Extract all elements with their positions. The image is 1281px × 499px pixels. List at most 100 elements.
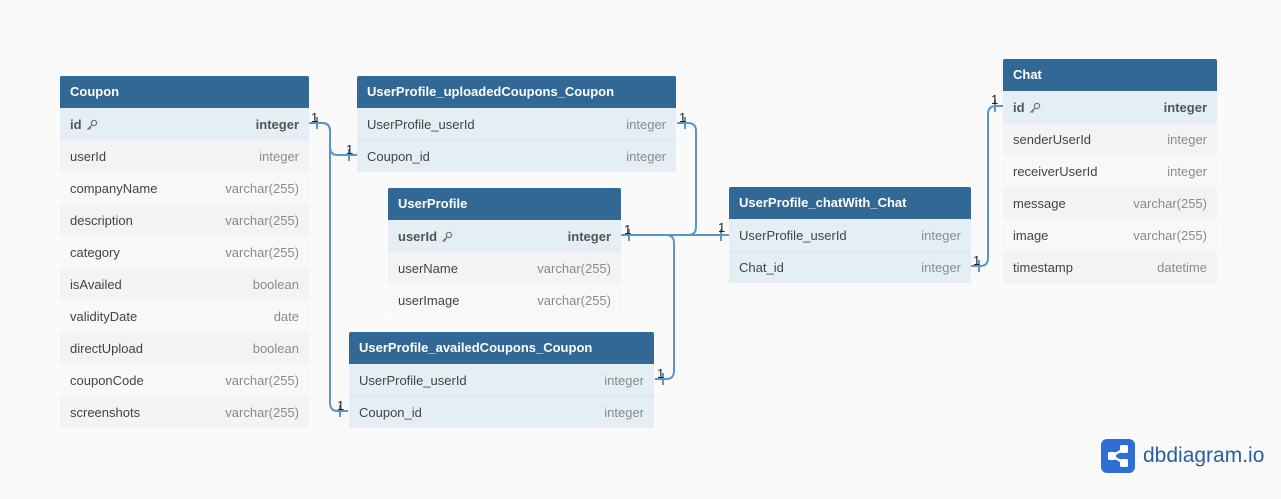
column-type: integer [1167, 163, 1207, 179]
column-type: varchar(255) [537, 260, 611, 276]
cardinality-label: 1 [718, 220, 726, 235]
column-name: userName [398, 260, 458, 276]
table-row[interactable]: category varchar(255) [60, 236, 309, 268]
table-row[interactable]: senderUserId integer [1003, 123, 1217, 155]
column-name: Coupon_id [359, 405, 422, 420]
table-uploaded-coupons-header[interactable]: UserProfile_uploadedCoupons_Coupon [357, 76, 676, 108]
column-name: Chat_id [739, 260, 784, 275]
cardinality-label: 1 [311, 110, 319, 125]
cardinality-label: 1 [679, 110, 687, 125]
table-chat-header[interactable]: Chat [1003, 59, 1217, 91]
column-name: directUpload [70, 340, 143, 356]
column-name: timestamp [1013, 259, 1073, 275]
table-row[interactable]: Coupon_id integer [349, 396, 654, 428]
column-type: integer [604, 372, 644, 388]
table-chat[interactable]: Chat id integer senderUserId integer rece… [1003, 59, 1217, 283]
column-type: integer [921, 227, 961, 243]
table-row[interactable]: directUpload boolean [60, 332, 309, 364]
table-row[interactable]: receiverUserId integer [1003, 155, 1217, 187]
column-type: boolean [252, 340, 299, 356]
table-row[interactable]: userId integer [388, 220, 621, 252]
table-row[interactable]: image varchar(255) [1003, 219, 1217, 251]
table-coupon[interactable]: Coupon id integer userId integer companyN… [60, 76, 309, 428]
column-type: integer [1163, 99, 1207, 115]
table-chatwith-header[interactable]: UserProfile_chatWith_Chat [729, 187, 971, 219]
column-type: varchar(255) [225, 180, 299, 196]
column-type: boolean [252, 276, 299, 292]
table-row[interactable]: Coupon_id integer [357, 140, 676, 172]
column-type: integer [921, 260, 961, 275]
column-type: varchar(255) [1133, 195, 1207, 211]
column-type: integer [604, 405, 644, 420]
column-name: validityDate [70, 308, 138, 324]
column-name: UserProfile_userId [367, 116, 475, 132]
column-name: message [1013, 195, 1066, 211]
table-row[interactable]: message varchar(255) [1003, 187, 1217, 219]
cardinality-label: 1 [346, 142, 354, 157]
column-type: integer [1167, 131, 1207, 147]
table-row[interactable]: timestamp datetime [1003, 251, 1217, 283]
column-type: integer [626, 149, 666, 164]
table-userprofile[interactable]: UserProfile userId integer userName varch… [388, 188, 621, 316]
table-row[interactable]: userId integer [60, 140, 309, 172]
table-row[interactable]: description varchar(255) [60, 204, 309, 236]
table-availed-coupons[interactable]: UserProfile_availedCoupons_Coupon UserPr… [349, 332, 654, 428]
column-type: integer [567, 228, 611, 244]
column-type: varchar(255) [225, 372, 299, 388]
table-chatwith[interactable]: UserProfile_chatWith_Chat UserProfile_us… [729, 187, 971, 283]
table-availed-coupons-header[interactable]: UserProfile_availedCoupons_Coupon [349, 332, 654, 364]
table-row[interactable]: id integer [60, 108, 309, 140]
column-type: varchar(255) [537, 292, 611, 308]
column-name: receiverUserId [1013, 163, 1098, 179]
table-row[interactable]: Chat_id integer [729, 251, 971, 283]
table-uploaded-coupons[interactable]: UserProfile_uploadedCoupons_Coupon UserP… [357, 76, 676, 172]
column-name: UserProfile_userId [359, 372, 467, 388]
key-icon [442, 231, 453, 242]
column-name: userImage [398, 292, 460, 308]
key-icon [86, 119, 97, 130]
column-name: companyName [70, 180, 158, 196]
column-type: varchar(255) [225, 404, 299, 420]
column-type: date [273, 308, 299, 324]
cardinality-label: 1 [991, 92, 999, 107]
brand-logo[interactable]: dbdiagram.io [1101, 439, 1264, 473]
share-icon [1101, 439, 1135, 473]
column-type: varchar(255) [225, 244, 299, 260]
column-name: image [1013, 227, 1049, 243]
link-chat-chatwith [971, 105, 1003, 267]
column-name: isAvailed [70, 276, 122, 292]
table-row[interactable]: id integer [1003, 91, 1217, 123]
column-name: senderUserId [1013, 131, 1092, 147]
table-row[interactable]: userName varchar(255) [388, 252, 621, 284]
column-name: UserProfile_userId [739, 227, 847, 243]
table-row[interactable]: couponCode varchar(255) [60, 364, 309, 396]
table-row[interactable]: validityDate date [60, 300, 309, 332]
column-name: userId [70, 148, 107, 164]
cardinality-label: 1 [657, 366, 665, 381]
table-row[interactable]: UserProfile_userId integer [729, 219, 971, 251]
table-row[interactable]: isAvailed boolean [60, 268, 309, 300]
column-name: id [70, 117, 98, 132]
link-coupon-availed [309, 122, 348, 412]
table-row[interactable]: UserProfile_userId integer [357, 108, 676, 140]
column-name: description [70, 212, 133, 228]
table-coupon-header[interactable]: Coupon [60, 76, 309, 108]
column-name: id [1013, 100, 1041, 115]
column-type: varchar(255) [225, 212, 299, 228]
brand-name: dbdiagram.io [1143, 444, 1265, 467]
column-name: category [70, 244, 120, 260]
column-name: couponCode [70, 372, 144, 388]
column-type: datetime [1157, 259, 1207, 275]
column-type: integer [259, 148, 299, 164]
table-row[interactable]: userImage varchar(255) [388, 284, 621, 316]
table-row[interactable]: companyName varchar(255) [60, 172, 309, 204]
table-row[interactable]: UserProfile_userId integer [349, 364, 654, 396]
column-type: integer [626, 116, 666, 132]
column-type: varchar(255) [1133, 227, 1207, 243]
table-userprofile-header[interactable]: UserProfile [388, 188, 621, 220]
key-icon [1029, 102, 1040, 113]
cardinality-label: 1 [973, 253, 981, 268]
column-name: Coupon_id [367, 149, 430, 164]
